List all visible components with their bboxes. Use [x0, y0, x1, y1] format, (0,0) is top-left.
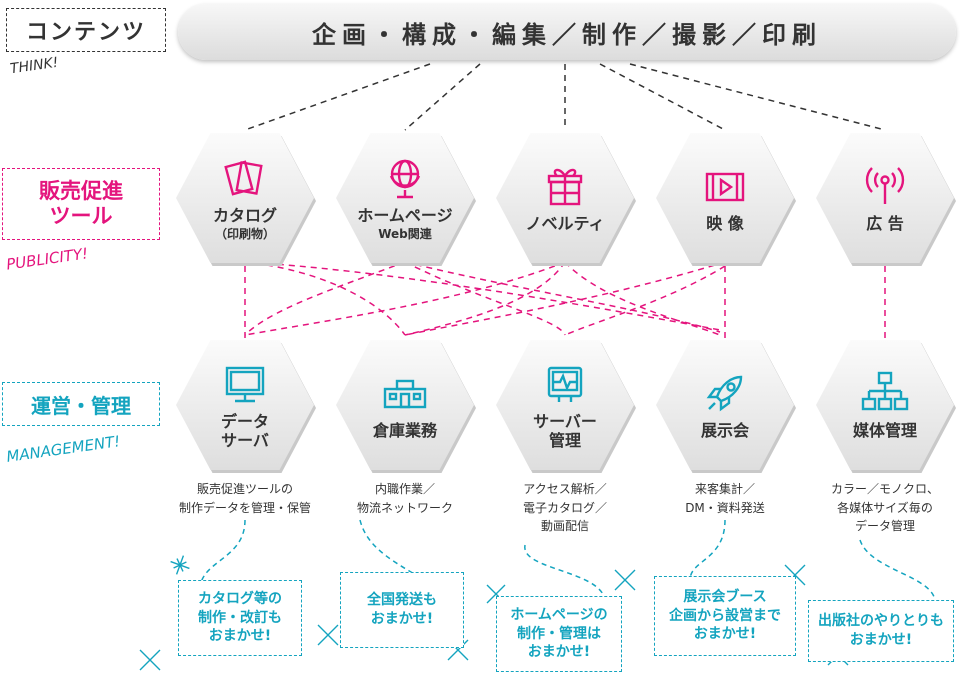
callout-catalog: カタログ等の 制作・改訂も おまかせ! [178, 580, 302, 656]
catalog-icon [224, 160, 263, 196]
video-label: 映 像 [706, 214, 744, 234]
hierarchy-icon [861, 372, 909, 411]
catalog-sublabel: （印刷物） [214, 227, 275, 242]
hex-novelty[interactable]: ノベルティ [496, 133, 634, 263]
homepage-sublabel: Web関連 [378, 227, 432, 242]
callout-publisher: 出版社のやりとりも おまかせ! [808, 600, 954, 662]
services-banner-text: 企画・構成・編集／制作／撮影／印刷 [312, 20, 822, 49]
gift-icon [547, 169, 583, 206]
media-management-description: カラー／モノクロ、 各媒体サイズ毎の データ管理 [830, 482, 939, 534]
contents-label-text: コンテンツ [25, 20, 146, 45]
warehouse-label: 倉庫業務 [372, 421, 437, 441]
callout-exhibition: 展示会ブース 企画から設営まで おまかせ! [654, 576, 796, 656]
novelty-label: ノベルティ [525, 214, 605, 234]
broadcast-icon [865, 167, 905, 205]
callout-shipping: 全国発送も おまかせ! [340, 572, 464, 648]
data-server-label: データ サーバ [220, 411, 269, 450]
data-server-description: 販売促進ツールの 制作データを管理・保管 [178, 482, 311, 515]
warehouse-icon [383, 380, 427, 409]
homepage-label: ホームページ [357, 205, 453, 225]
hex-homepage[interactable]: ホームページ Web関連 [336, 133, 474, 263]
hex-video[interactable]: 映 像 [656, 133, 794, 263]
hex-advertising[interactable]: 広 告 [816, 133, 954, 263]
rocket-icon [706, 376, 743, 412]
globe-icon [389, 159, 421, 199]
warehouse-description: 内職作業／ 物流ネットワーク [356, 482, 453, 515]
media-management-label: 媒体管理 [852, 421, 917, 441]
server-monitor-icon [547, 366, 583, 402]
publicity-label: 販売促進 ツール [2, 168, 160, 240]
management-label: 運営・管理 [2, 382, 160, 426]
film-icon [705, 173, 745, 202]
server-management-description: アクセス解析／ 電子カタログ／ 動画配信 [522, 482, 607, 534]
callout-homepage: ホームページの 制作・管理は おまかせ! [496, 596, 622, 672]
monitor-icon [225, 366, 265, 403]
advertising-label: 広 告 [866, 214, 904, 234]
server-management-label: サーバー 管理 [533, 411, 597, 450]
exhibition-label: 展示会 [700, 421, 749, 441]
exhibition-description: 来客集計／ DM・資料発送 [685, 482, 765, 515]
hex-catalog[interactable]: カタログ （印刷物） [176, 133, 314, 263]
contents-label: コンテンツ [6, 8, 166, 52]
catalog-label: カタログ [212, 205, 277, 225]
services-banner: 企画・構成・編集／制作／撮影／印刷 [178, 4, 956, 60]
